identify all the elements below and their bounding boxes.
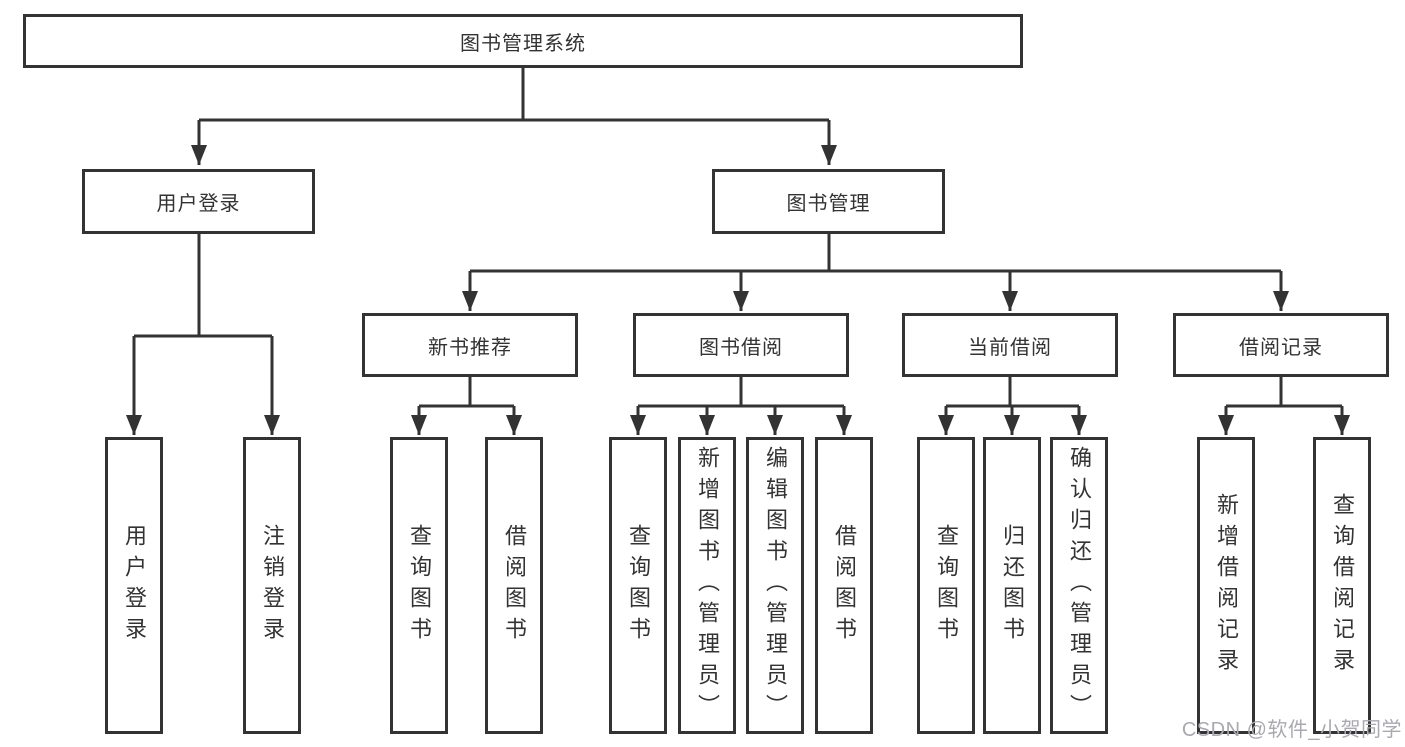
connector-new-book-recommend xyxy=(419,377,514,408)
node-leaf-logout-login: 注销登录 xyxy=(243,437,301,734)
node-leaf-confirm-return-admin: 确认归还（管理员） xyxy=(1050,437,1108,734)
node-root: 图书管理系统 xyxy=(23,14,1023,68)
node-leaf-return-books: 归还图书 xyxy=(983,437,1041,734)
leaf-label: 编辑图书（管理员） xyxy=(763,446,788,725)
connector-book-management xyxy=(470,234,1281,273)
leaf-label: 新增图书（管理员） xyxy=(695,446,720,725)
node-leaf-borrow-books-recommend: 借阅图书 xyxy=(485,437,543,734)
node-leaf-add-books-admin: 新增图书（管理员） xyxy=(678,437,736,734)
node-leaf-query-books-current: 查询图书 xyxy=(917,437,975,734)
leaf-label: 注销登录 xyxy=(260,523,285,648)
node-current-borrow: 当前借阅 xyxy=(902,313,1118,377)
node-leaf-query-borrow-record: 查询借阅记录 xyxy=(1313,437,1371,734)
node-user-login: 用户登录 xyxy=(82,169,315,234)
leaf-label: 用户登录 xyxy=(122,523,147,648)
leaf-label: 查询图书 xyxy=(626,523,651,648)
node-borrow-records: 借阅记录 xyxy=(1173,313,1389,377)
leaf-label: 查询图书 xyxy=(934,523,959,648)
node-book-borrow: 图书借阅 xyxy=(633,313,849,377)
node-book-management: 图书管理 xyxy=(712,169,945,234)
node-leaf-edit-books-admin: 编辑图书（管理员） xyxy=(746,437,804,734)
node-leaf-query-books-borrow: 查询图书 xyxy=(609,437,667,734)
csdn-watermark: CSDN @软件_小贺同学 xyxy=(1181,719,1402,741)
leaf-label: 借阅图书 xyxy=(832,523,857,648)
node-leaf-borrow-books: 借阅图书 xyxy=(815,437,873,734)
connector-user-login xyxy=(134,234,272,338)
connector-current-borrow xyxy=(946,377,1079,408)
leaf-label: 新增借阅记录 xyxy=(1214,492,1239,679)
node-leaf-query-books-recommend: 查询图书 xyxy=(390,437,448,734)
connector-book-borrow xyxy=(638,377,844,408)
leaf-label: 查询图书 xyxy=(407,523,432,648)
leaf-label: 确认归还（管理员） xyxy=(1067,446,1092,725)
node-leaf-user-login: 用户登录 xyxy=(105,437,163,734)
node-new-book-recommend: 新书推荐 xyxy=(362,313,578,377)
connector-borrow-records xyxy=(1226,377,1342,408)
leaf-label: 归还图书 xyxy=(1000,523,1025,648)
leaf-label: 借阅图书 xyxy=(502,523,527,648)
node-leaf-add-borrow-record: 新增借阅记录 xyxy=(1197,437,1255,734)
connector-root xyxy=(199,68,829,122)
leaf-label: 查询借阅记录 xyxy=(1330,492,1355,679)
